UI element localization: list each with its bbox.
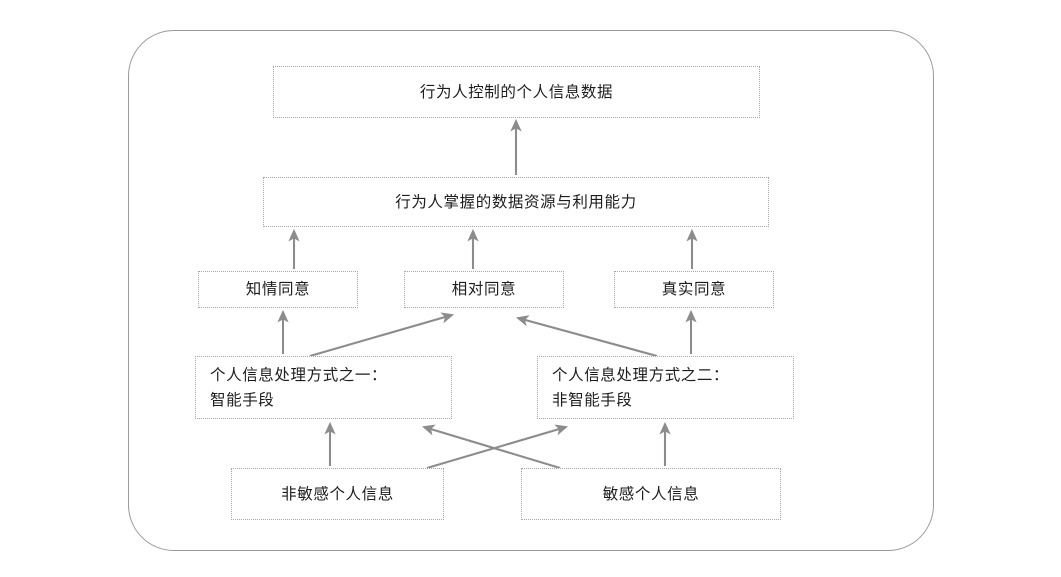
node-controlled-data[interactable]: 行为人控制的个人信息数据: [273, 66, 760, 118]
node-processing-two[interactable]: 个人信息处理方式之二： 非智能手段: [537, 356, 794, 419]
node-non-sensitive-info[interactable]: 非敏感个人信息: [231, 468, 444, 520]
node-relative-consent[interactable]: 相对同意: [404, 271, 564, 308]
node-informed-consent-label: 知情同意: [245, 280, 311, 299]
node-processing-one[interactable]: 个人信息处理方式之一： 智能手段: [195, 356, 452, 419]
node-processing-one-label: 个人信息处理方式之一： 智能手段: [210, 366, 388, 409]
node-data-resource[interactable]: 行为人掌握的数据资源与利用能力: [263, 177, 769, 227]
node-non-sensitive-info-label: 非敏感个人信息: [281, 484, 394, 503]
node-sensitive-info-label: 敏感个人信息: [602, 484, 700, 503]
node-genuine-consent[interactable]: 真实同意: [614, 271, 774, 308]
node-sensitive-info[interactable]: 敏感个人信息: [521, 468, 781, 520]
node-data-resource-label: 行为人掌握的数据资源与利用能力: [395, 192, 637, 211]
node-processing-two-label: 个人信息处理方式之二： 非智能手段: [552, 366, 730, 409]
node-relative-consent-label: 相对同意: [451, 280, 517, 299]
diagram-outer-frame: [128, 30, 934, 551]
node-controlled-data-label: 行为人控制的个人信息数据: [419, 82, 614, 101]
node-genuine-consent-label: 真实同意: [661, 280, 727, 299]
node-informed-consent[interactable]: 知情同意: [198, 271, 358, 308]
